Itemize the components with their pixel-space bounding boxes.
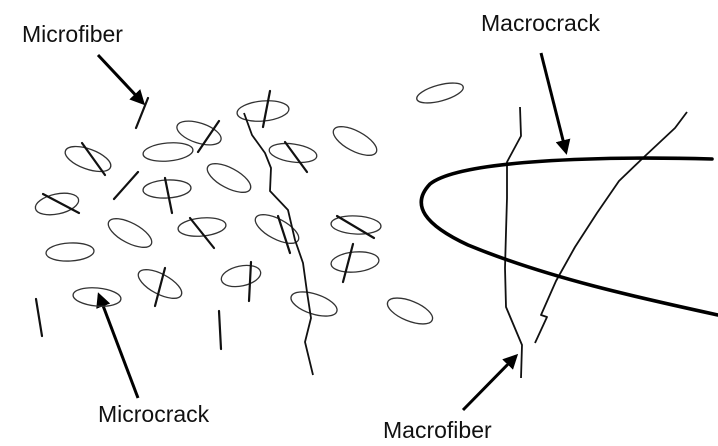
long-fiber bbox=[243, 112, 314, 376]
microcrack-arrow bbox=[96, 292, 140, 399]
microfiber-stroke bbox=[112, 170, 140, 201]
microfiber-stroke bbox=[341, 242, 355, 284]
microfiber-stroke bbox=[41, 192, 81, 215]
microfibers bbox=[34, 89, 376, 351]
microfiber-stroke bbox=[217, 309, 223, 351]
macrocrack-curve bbox=[419, 156, 718, 317]
microcrack-ellipse bbox=[416, 82, 464, 104]
microcrack-ellipse bbox=[142, 142, 194, 162]
microcracks bbox=[34, 82, 464, 325]
label-macrofiber: Macrofiber bbox=[383, 417, 492, 443]
label-microfiber: Microfiber bbox=[22, 21, 123, 47]
microcrack-ellipse bbox=[290, 291, 338, 317]
microcrack-ellipse bbox=[206, 163, 252, 193]
microcrack-ellipse bbox=[64, 145, 112, 173]
macrofiber-right bbox=[534, 111, 688, 344]
macrofiber-arrow bbox=[461, 353, 519, 412]
microcrack-ellipse bbox=[137, 269, 183, 299]
microfiber-stroke bbox=[188, 216, 216, 250]
microfiber-stroke bbox=[276, 214, 292, 255]
microcrack-ellipse bbox=[220, 264, 262, 288]
label-macrocrack: Macrocrack bbox=[481, 10, 600, 36]
microfiber-stroke bbox=[34, 297, 44, 338]
microcrack-ellipse bbox=[142, 179, 192, 199]
microfiber-stroke bbox=[153, 266, 167, 308]
microcrack-ellipse bbox=[236, 100, 290, 122]
macrofibers bbox=[504, 106, 688, 379]
microcrack-ellipse bbox=[177, 217, 227, 237]
microfiber-stroke bbox=[134, 96, 150, 130]
microcrack-ellipse bbox=[330, 251, 380, 273]
microfiber-stroke bbox=[196, 119, 221, 154]
microcrack-ellipse bbox=[107, 218, 153, 248]
microcrack-ellipse bbox=[330, 215, 382, 235]
microfiber-arrow bbox=[96, 53, 146, 106]
microfiber-stroke bbox=[80, 141, 107, 177]
microfiber-stroke bbox=[247, 260, 253, 303]
microcrack-ellipse bbox=[45, 242, 95, 262]
microcrack-ellipse bbox=[34, 192, 80, 216]
label-microcrack: Microcrack bbox=[98, 401, 210, 427]
microcrack-ellipse bbox=[332, 126, 378, 156]
macrocrack-arrow bbox=[539, 52, 571, 155]
microfiber-stroke bbox=[163, 176, 174, 215]
microcrack-ellipse bbox=[386, 297, 434, 325]
microcrack-ellipse bbox=[268, 142, 318, 164]
macrofiber-left bbox=[504, 106, 523, 379]
microfiber-stroke bbox=[335, 214, 376, 240]
microfiber-stroke bbox=[261, 89, 272, 129]
microcrack-ellipse bbox=[254, 214, 300, 244]
microcrack-ellipse bbox=[176, 120, 222, 146]
microcrack-ellipse bbox=[72, 287, 122, 307]
microfiber-stroke bbox=[283, 140, 309, 174]
